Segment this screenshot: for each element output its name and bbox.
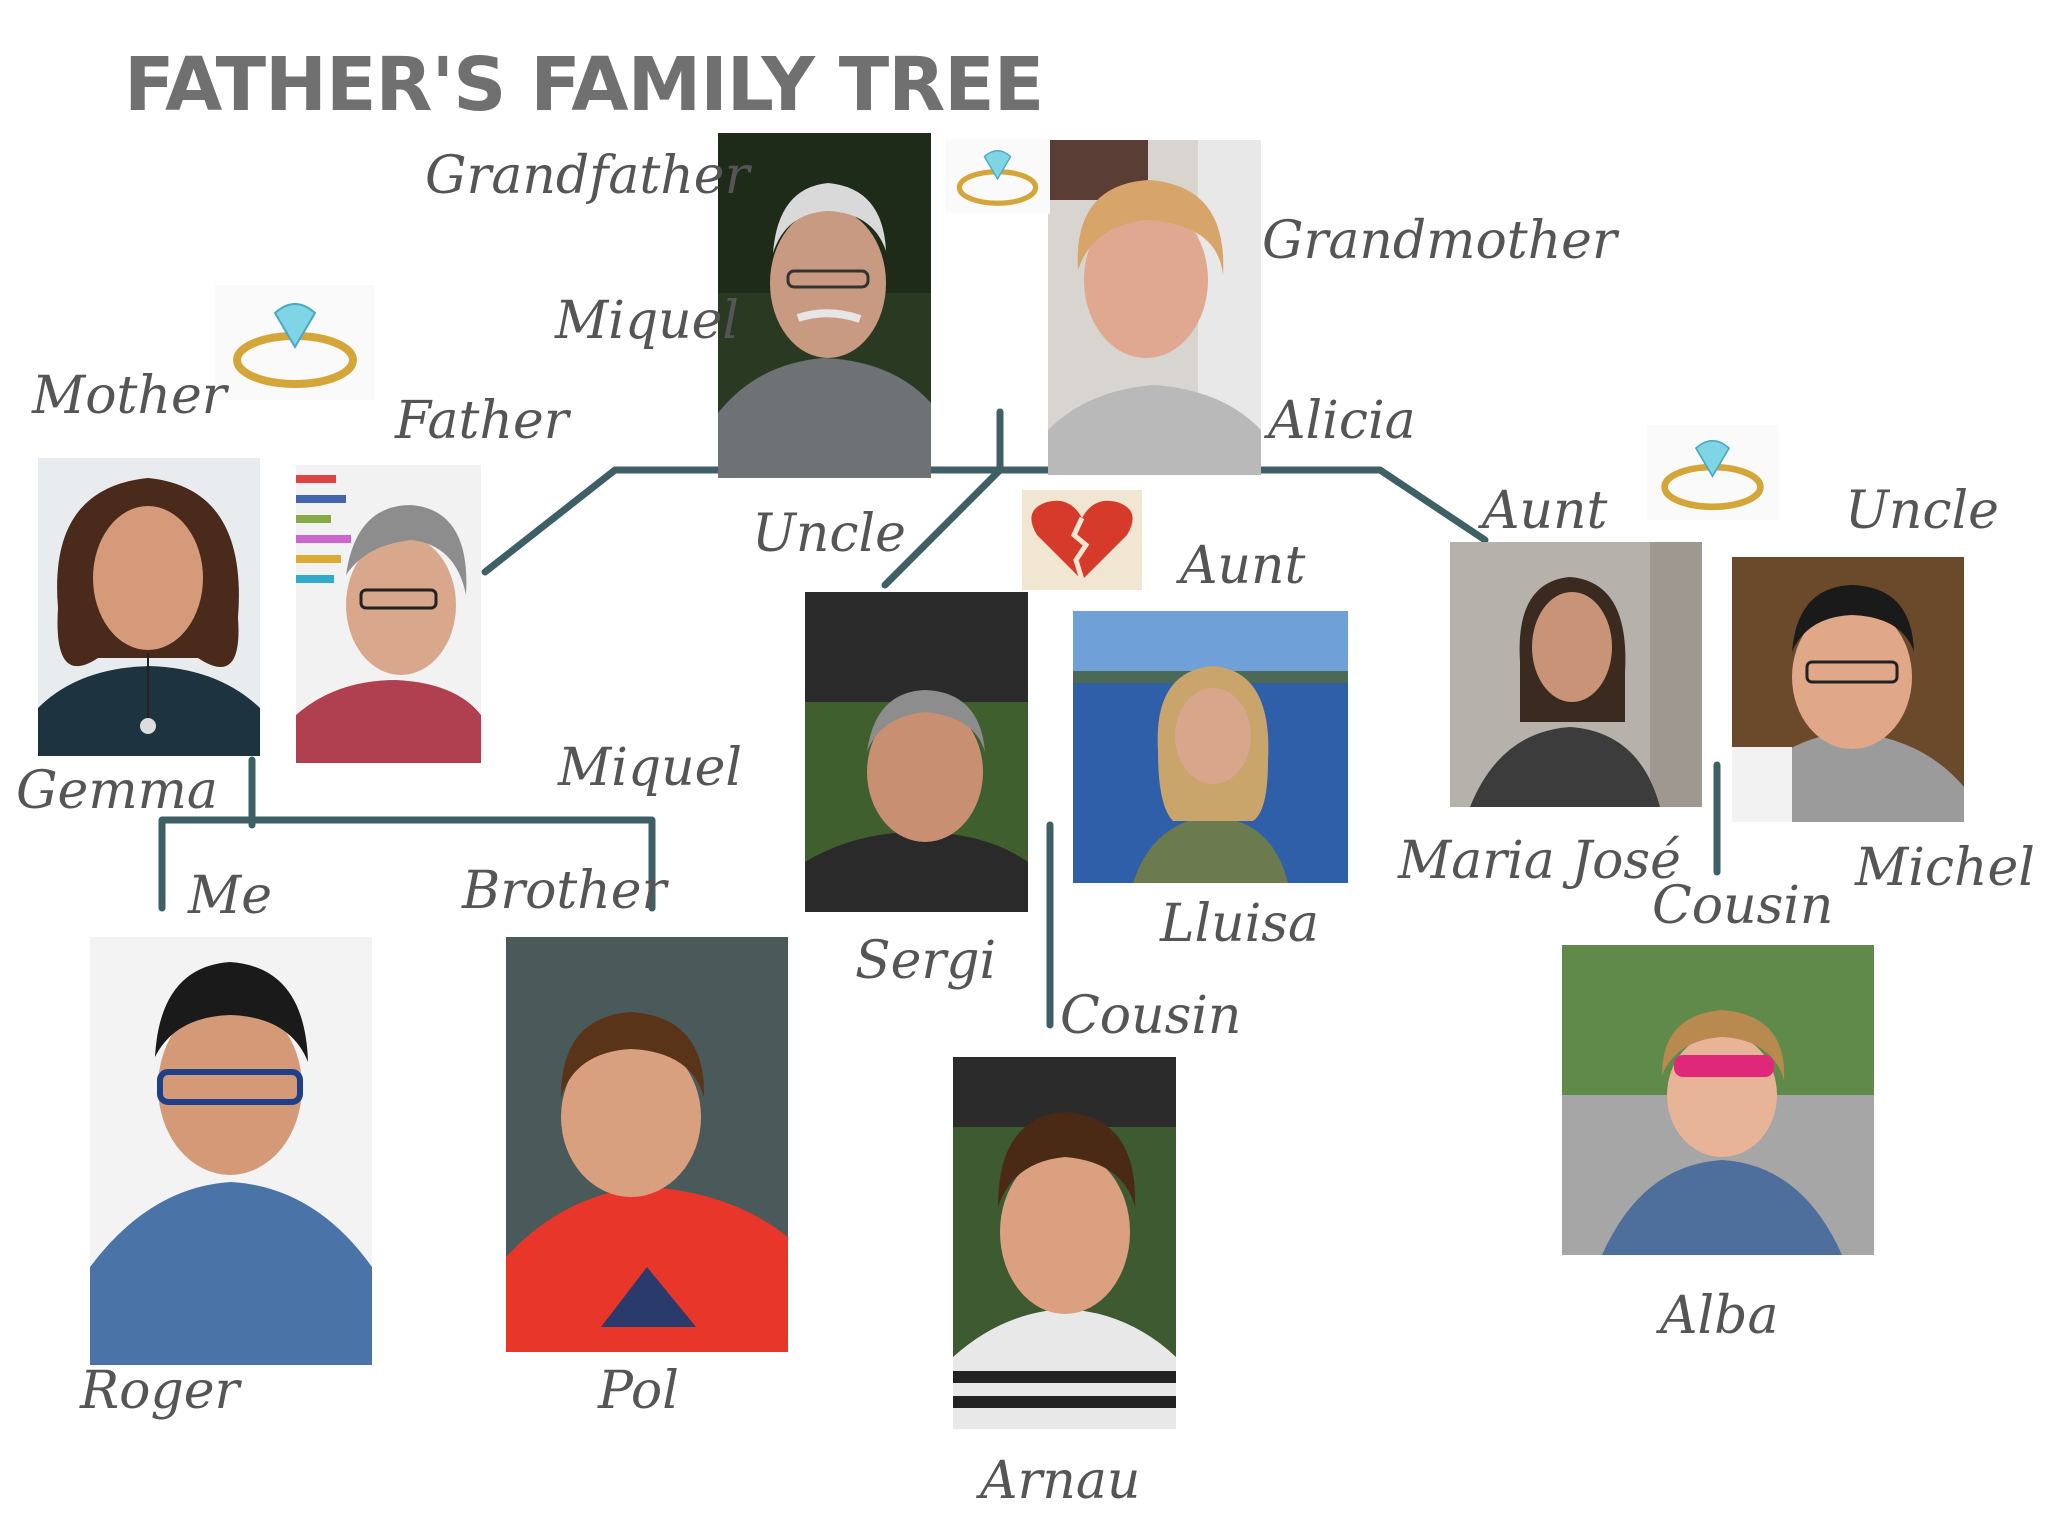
aunt-lluisa-name-label: Lluisa bbox=[1160, 894, 1319, 954]
father-name-label: Miquel bbox=[558, 738, 743, 798]
grandmother-photo bbox=[1048, 140, 1261, 475]
cousin-alba-photo bbox=[1562, 945, 1874, 1255]
mother-name-label: Gemma bbox=[16, 761, 218, 821]
father-role-label: Father bbox=[395, 391, 569, 451]
aunt-role-label: Aunt bbox=[1180, 536, 1306, 596]
father-photo bbox=[296, 465, 481, 763]
uncle-sergi-name-label: Sergi bbox=[855, 931, 997, 991]
uncle-role-label: Uncle bbox=[752, 504, 906, 564]
ring-icon bbox=[215, 285, 375, 400]
cousin-alba-name-label: Alba bbox=[1660, 1286, 1779, 1346]
uncle-michel-photo bbox=[1732, 557, 1964, 822]
grandmother-name-label: Alicia bbox=[1268, 391, 1416, 451]
mother-photo bbox=[38, 458, 260, 756]
mother-role-label: Mother bbox=[32, 366, 227, 426]
cousin-arnau-photo bbox=[953, 1057, 1176, 1429]
uncle-michel-name-label: Michel bbox=[1855, 838, 2035, 898]
grandparents-to-uncle-line bbox=[881, 466, 1004, 589]
page-title: FATHER'S FAMILY TREE bbox=[124, 42, 1044, 128]
grandfather-role-label: Grandfather bbox=[425, 146, 750, 206]
aunt-maria-jose-photo bbox=[1450, 542, 1702, 807]
roger-name-label: Roger bbox=[80, 1361, 240, 1421]
broken-heart-icon bbox=[1022, 490, 1142, 590]
aunt-lluisa-photo bbox=[1073, 611, 1348, 883]
grandmother-role-label: Grandmother bbox=[1262, 211, 1617, 271]
roger-photo bbox=[90, 937, 372, 1365]
pol-name-label: Pol bbox=[598, 1361, 679, 1421]
grandfather-name-label: Miquel bbox=[555, 291, 740, 351]
grandparents-to-father-line bbox=[481, 466, 1004, 576]
cousin-role-label: Cousin bbox=[1060, 986, 1242, 1046]
uncle-role-label-2: Uncle bbox=[1845, 481, 1999, 541]
grandfather-photo bbox=[718, 133, 931, 478]
pol-photo bbox=[506, 937, 788, 1352]
me-role-label: Me bbox=[188, 866, 273, 926]
aunt-maria-jose-name-label: Maria José bbox=[1398, 831, 1681, 891]
cousin-role-label-2: Cousin bbox=[1652, 876, 1834, 936]
ring-icon bbox=[945, 135, 1050, 217]
aunt-role-label-2: Aunt bbox=[1482, 481, 1608, 541]
brother-role-label: Brother bbox=[462, 861, 667, 921]
cousin-arnau-name-label: Arnau bbox=[980, 1451, 1141, 1511]
parents-to-children-line bbox=[158, 756, 656, 912]
ring-icon bbox=[1645, 425, 1780, 520]
uncle-sergi-photo bbox=[805, 592, 1028, 912]
